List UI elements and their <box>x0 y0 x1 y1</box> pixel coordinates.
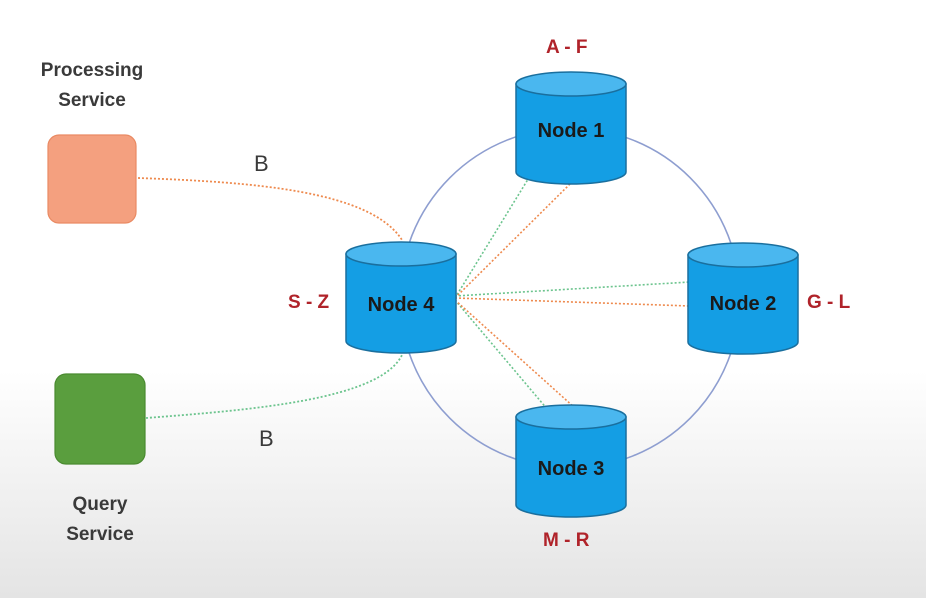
processing-service-label: Processing Service <box>40 60 144 111</box>
node-1-cylinder: Node 1 <box>515 71 627 185</box>
node-4-cylinder: Node 4 <box>345 241 457 354</box>
query-to-node4-line <box>145 354 403 419</box>
node-2-label: Node 2 <box>710 293 777 315</box>
node-3-label: Node 3 <box>538 458 605 480</box>
node4-to-node2-green <box>454 281 691 297</box>
node-1-range: A - F <box>546 37 588 58</box>
node-2-range: G - L <box>807 292 851 313</box>
query-edge-label: B <box>259 426 274 451</box>
node-4-range: S - Z <box>288 292 330 313</box>
node-2-cylinder: Node 2 <box>687 242 799 355</box>
node-4-label: Node 4 <box>368 294 436 316</box>
query-service-box <box>54 373 146 465</box>
node-1-label: Node 1 <box>538 120 605 142</box>
node4-to-node3-green <box>454 299 549 411</box>
node4-to-node3-orange <box>454 299 576 409</box>
node-3-range: M - R <box>543 530 590 551</box>
processing-service-box <box>47 134 137 224</box>
node4-to-node1-orange <box>454 181 573 299</box>
node4-to-node2-orange <box>454 297 691 307</box>
node-3-cylinder: Node 3 <box>515 404 627 518</box>
node4-to-node1-green <box>454 175 531 299</box>
replication-lines <box>454 175 691 411</box>
processing-edge-label: B <box>254 151 269 176</box>
query-service-label: Query Service <box>66 494 134 545</box>
processing-to-node4-line <box>137 177 403 241</box>
